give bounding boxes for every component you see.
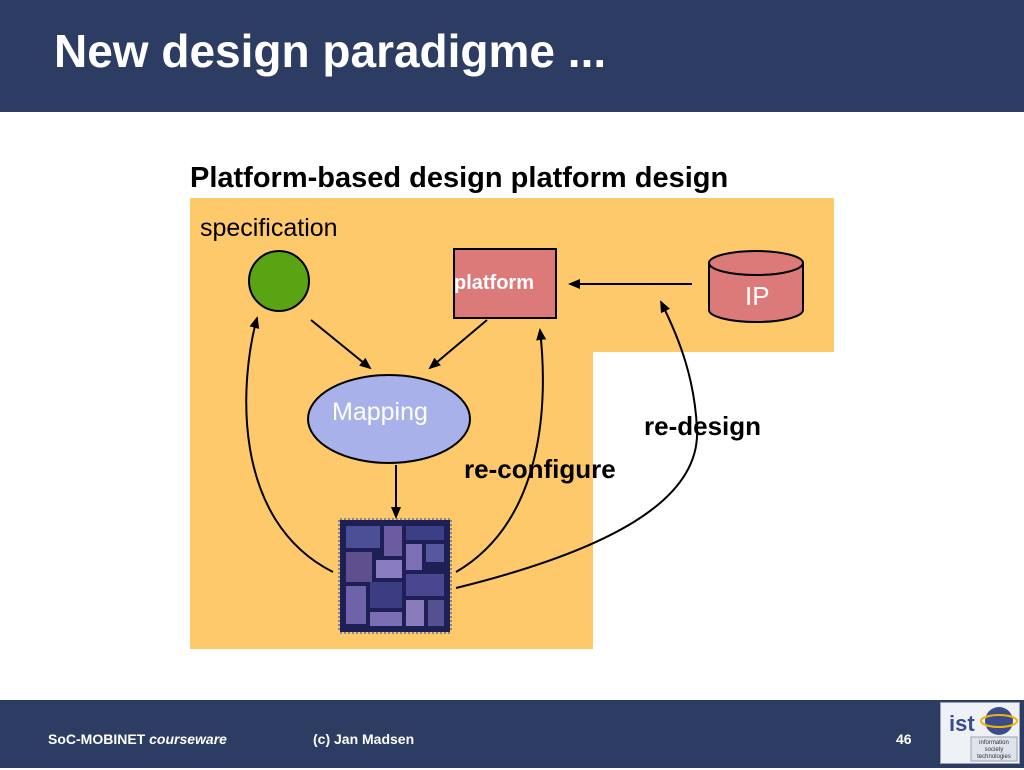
ist-logo-caption-3: technologies bbox=[977, 754, 1011, 760]
reconfigure-label: re-configure bbox=[464, 454, 616, 484]
slide-title: New design paradigme ... bbox=[54, 25, 607, 77]
mapping-label: Mapping bbox=[332, 398, 428, 426]
footer-bar bbox=[0, 700, 1024, 768]
ist-logo-caption-1: information bbox=[979, 740, 1009, 746]
ip-label: IP bbox=[745, 281, 770, 311]
platform-box bbox=[453, 248, 557, 319]
footer-author: (c) Jan Madsen bbox=[313, 731, 415, 747]
arrow-chip-to-specification bbox=[245, 316, 334, 573]
footer-course: SoC-MOBINET courseware bbox=[48, 731, 227, 747]
specification-circle bbox=[248, 250, 310, 312]
specification-label: specification bbox=[200, 214, 338, 242]
ip-cylinder bbox=[708, 250, 804, 323]
arrow-redesign bbox=[455, 300, 699, 589]
ist-logo-caption-2: society bbox=[985, 747, 1004, 753]
chip-image bbox=[338, 518, 452, 634]
ist-logo-text: ist bbox=[949, 711, 975, 736]
page-number: 46 bbox=[896, 731, 912, 747]
redesign-label: re-design bbox=[644, 411, 762, 441]
slide-subtitle: Platform-based design platform design bbox=[190, 162, 729, 194]
arrow-platform-to-mapping bbox=[428, 319, 488, 370]
footer-course-suffix: courseware bbox=[149, 731, 227, 747]
title-bar bbox=[0, 0, 1024, 112]
arrow-reconfigure bbox=[455, 328, 547, 573]
mapping-ellipse bbox=[307, 374, 471, 464]
footer-course-name: SoC-MOBINET bbox=[48, 731, 146, 747]
ist-logo: ist information society technologies bbox=[940, 702, 1020, 764]
arrow-spec-to-mapping bbox=[310, 319, 372, 370]
ist-logo-graphic: ist information society technologies bbox=[949, 707, 1018, 762]
platform-label: platform bbox=[454, 272, 534, 294]
